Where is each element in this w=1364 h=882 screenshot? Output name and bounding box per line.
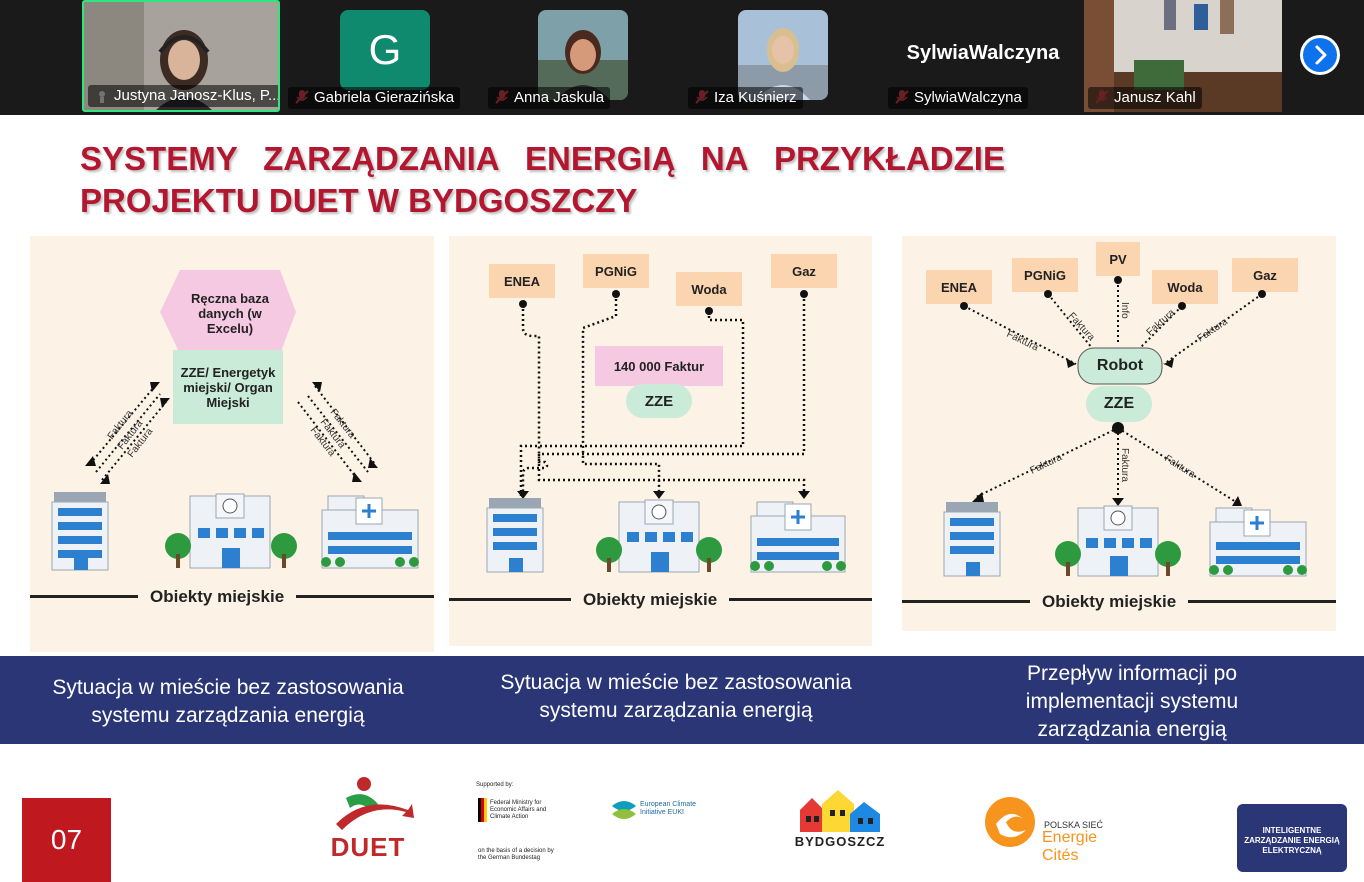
izee-logo: INTELIGENTNE ZARZĄDZANIE ENERGIĄ ELEKTRY… [1237, 804, 1347, 872]
source-enea: ENEA [503, 273, 541, 289]
bmwk-basis: on the basis of a decision by the German… [478, 848, 554, 861]
city-objects-label: Obiekty miejskie [138, 587, 297, 607]
source-pgnig: PGNiG [595, 263, 637, 279]
source-woda: Woda [691, 281, 727, 297]
participant-photo [738, 10, 828, 100]
caption-panel-2: Sytuacja w mieście bez zastosowania syst… [500, 671, 852, 722]
panel2-diagram [486, 254, 846, 573]
caption-panel-1: Sytuacja w mieście bez zastosowania syst… [52, 676, 404, 727]
manual-database-box: Ręczna baza danych (w Excelu) [190, 290, 270, 336]
title-word: ZARZĄDZANIA [263, 140, 500, 177]
office-building-icon [486, 498, 544, 573]
participant-name: SylwiaWalczyna [888, 87, 1028, 109]
german-flag-icon [478, 798, 487, 822]
bmwk-logo: Supported by: Federal Ministry for Econo… [476, 782, 556, 866]
bydgoszcz-logo: BYDGOSZCZ [790, 790, 890, 854]
pnec-logo: POLSKA SIEĆ Energie Cités [984, 796, 1134, 864]
diagram-panel-manual: Faktura Faktura Faktura Faktura Faktura … [30, 236, 434, 652]
hospital-icon [750, 501, 846, 573]
city-hall-icon [1055, 505, 1181, 577]
caption-panel-3: Przepływ informacji po implementacji sys… [1025, 662, 1239, 741]
title-word: ENERGIĄ [525, 140, 676, 177]
title-word: PRZYKŁADZIE [773, 140, 1005, 177]
city-hall-icon [165, 493, 297, 569]
faktura-label: Faktura [1028, 452, 1064, 477]
bmwk-supported-by: Supported by: [476, 782, 514, 788]
title-line-2: PROJEKTU DUET W BYDGOSZCZY [80, 182, 638, 219]
zze-energy-manager-box: ZZE/ Energetyk miejski/ Organ Miejski [180, 364, 276, 410]
faktura-label: Faktura [1145, 307, 1178, 338]
city-objects-label: Obiekty miejskie [1030, 592, 1189, 612]
city-hall-icon [596, 499, 722, 573]
faktura-label: Faktura [1066, 311, 1097, 344]
participant-name: Justyna Janosz-Klus, P... [88, 85, 278, 107]
invoice-count-box: 140 000 Faktur [613, 358, 705, 374]
bmwk-name: Federal Ministry for Economic Affairs an… [490, 800, 547, 820]
office-building-icon [943, 502, 1001, 577]
slide-page-number: 07 [22, 798, 111, 882]
source-gaz: Gaz [792, 263, 816, 279]
duet-logo: DUET [316, 774, 416, 862]
faktura-label: Faktura [1119, 448, 1130, 482]
euki-logo: European Climate Initiative EUKI [610, 796, 700, 826]
avatar: G [340, 10, 430, 90]
participant-display-name: SylwiaWalczyna [906, 42, 1060, 64]
hospital-icon [1209, 507, 1307, 577]
faktura-label: Faktura [1196, 316, 1231, 344]
participant-name: Anna Jaskula [488, 87, 611, 109]
zze-pill: ZZE [644, 392, 674, 410]
participant-tile[interactable]: Iza Kuśnierz [684, 0, 882, 112]
source-pv: PV [1109, 251, 1127, 267]
participant-tile[interactable]: SylwiaWalczyna SylwiaWalczyna [884, 0, 1082, 112]
participant-name: Gabriela Gierazińska [288, 87, 461, 109]
robot-pill: Robot [1096, 357, 1144, 374]
participant-name: Janusz Kahl [1088, 87, 1202, 109]
participant-tile[interactable]: Janusz Kahl [1084, 0, 1282, 112]
chevron-right-icon [1303, 38, 1337, 72]
duet-logo-text: DUET [330, 832, 406, 862]
source-enea: ENEA [940, 279, 978, 295]
pnec-top: POLSKA SIEĆ [1044, 820, 1104, 830]
title-word: SYSTEMY [80, 140, 238, 177]
diagram-panel-robot: Faktura Faktura Info Faktura Faktura Fak… [902, 236, 1336, 631]
pnec-bottom: Energie Cités [1042, 829, 1098, 864]
euki-text: European Climate Initiative EUKI [640, 801, 697, 816]
hospital-icon [321, 495, 419, 569]
title-word: NA [700, 140, 749, 177]
participants-strip: Justyna Janosz-Klus, P... G Gabriela Gie… [0, 0, 1364, 115]
participant-tile[interactable]: Justyna Janosz-Klus, P... [82, 0, 280, 112]
office-building-icon [51, 492, 109, 571]
source-gaz: Gaz [1253, 267, 1277, 283]
diagram-panel-invoices: ENEA PGNiG Woda Gaz 140 000 Faktur ZZE O… [449, 236, 872, 646]
zze-pill: ZZE [1103, 395, 1135, 412]
caption-band [0, 656, 1364, 744]
slide-title: SYSTEMY ZARZĄDZANIA ENERGIĄ NA PRZYKŁADZ… [80, 138, 1010, 222]
participant-tile[interactable]: Anna Jaskula [484, 0, 682, 112]
participant-tile[interactable]: G Gabriela Gierazińska [284, 0, 482, 112]
panel3-diagram: Faktura Faktura Info Faktura Faktura Fak… [926, 242, 1307, 577]
faktura-label: Faktura [1005, 329, 1041, 354]
faktura-label: Faktura [1162, 453, 1197, 481]
panel1-diagram: Faktura Faktura Faktura Faktura Faktura … [51, 270, 419, 571]
next-page-button[interactable] [1300, 35, 1340, 75]
source-pgnig: PGNiG [1024, 267, 1066, 283]
source-woda: Woda [1167, 279, 1203, 295]
bydgoszcz-text: BYDGOSZCZ [794, 834, 886, 849]
izee-text: INTELIGENTNE ZARZĄDZANIE ENERGIĄ ELEKTRY… [1244, 826, 1340, 855]
city-objects-label: Obiekty miejskie [571, 590, 730, 610]
participant-name: Iza Kuśnierz [688, 87, 803, 109]
info-label: Info [1119, 302, 1130, 319]
